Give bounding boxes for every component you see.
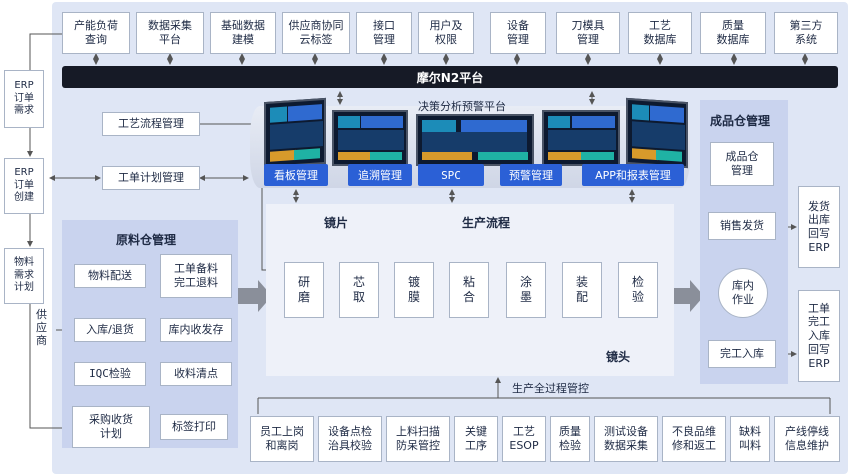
shipping-writeback-erp: 发货 出库 回写 ERP: [798, 186, 840, 268]
finished-warehouse-title: 成品仓管理: [710, 114, 771, 128]
module-process-db: 工艺 数据库: [628, 12, 692, 54]
dashboard-screen-1: [264, 97, 326, 169]
bottom-esop: 工艺 ESOP: [502, 416, 546, 462]
app-report-management-button[interactable]: APP和报表管理: [582, 164, 684, 186]
bottom-test-data: 测试设备 数据采集: [594, 416, 658, 462]
process-flow-management: 工艺流程管理: [102, 112, 200, 136]
finished-warehouse-management: 成品仓 管理: [710, 142, 774, 186]
iqc-inspection: IQC检验: [74, 362, 146, 386]
supplier-label: 供 应 商: [36, 308, 47, 348]
alert-management-button[interactable]: 预警管理: [500, 164, 562, 186]
module-interface: 接口 管理: [356, 12, 412, 54]
ticket-prep-return: 工单备料 完工退料: [160, 254, 232, 298]
step-inspection: 检 验: [618, 262, 658, 318]
bottom-feed-scan: 上料扫描 防呆管控: [386, 416, 450, 462]
erp-order-create: ERP 订单 创建: [4, 158, 44, 214]
inventory-flow: 库内收发存: [160, 318, 232, 342]
bottom-material-call: 缺料 叫料: [730, 416, 770, 462]
production-flow-label: 生产流程: [462, 216, 511, 230]
kanban-management-button[interactable]: 看板管理: [264, 164, 328, 186]
bottom-quality-inspection: 质量 检验: [550, 416, 590, 462]
dashboard-screen-2: [332, 110, 408, 166]
dashboard-screen-4: [542, 110, 620, 166]
work-order-plan-management: 工单计划管理: [102, 166, 200, 190]
lens-head-label: 镜头: [606, 350, 631, 364]
module-supplier: 供应商协同 云标签: [282, 12, 350, 54]
decision-platform-title: 决策分析预警平台: [418, 100, 506, 113]
inbound-return: 入库/退货: [74, 318, 146, 342]
bottom-defect-repair: 不良品维 修和返工: [662, 416, 726, 462]
erp-order-demand: ERP 订单 需求: [4, 70, 44, 128]
material-demand-plan: 物料 需求 计划: [4, 248, 44, 304]
sales-delivery: 销售发货: [708, 212, 776, 240]
bottom-line-stop: 产线停线 信息维护: [774, 416, 840, 462]
step-inking: 涂 墨: [506, 262, 546, 318]
module-tooling: 刀模具 管理: [556, 12, 620, 54]
receipt-count: 收料清点: [160, 362, 232, 386]
module-base-data: 基础数据 建模: [210, 12, 276, 54]
module-third-party: 第三方 系统: [774, 12, 838, 54]
platform-bar: 摩尔N2平台: [62, 66, 838, 88]
traceability-management-button[interactable]: 追溯管理: [348, 164, 412, 186]
completion-writeback-erp: 工单 完工 入库 回写 ERP: [798, 290, 840, 382]
module-equipment: 设备 管理: [490, 12, 546, 54]
module-data-collection: 数据采集 平台: [136, 12, 204, 54]
step-bonding: 粘 合: [449, 262, 489, 318]
step-grinding: 研 磨: [284, 262, 324, 318]
module-quality-db: 质量 数据库: [700, 12, 766, 54]
purchase-receipt-plan: 采购收货 计划: [72, 406, 150, 448]
bottom-equipment-check: 设备点检 治具校验: [318, 416, 382, 462]
bottom-staff-shift: 员工上岗 和离岗: [250, 416, 314, 462]
full-process-control-label: 生产全过程管控: [512, 382, 589, 395]
module-capacity-query: 产能负荷 查询: [62, 12, 130, 54]
completion-inbound: 完工入库: [708, 340, 776, 368]
step-coring: 芯 取: [339, 262, 379, 318]
spc-button[interactable]: SPC: [418, 164, 484, 186]
dashboard-screen-5: [626, 97, 688, 169]
step-assembly: 装 配: [562, 262, 602, 318]
bottom-key-process: 关键 工序: [454, 416, 498, 462]
module-user-permission: 用户及 权限: [418, 12, 474, 54]
warehouse-internal-operation: 库内 作业: [718, 268, 768, 318]
label-printing: 标签打印: [160, 414, 228, 440]
step-coating: 镀 膜: [394, 262, 434, 318]
dashboard-screen-3: [416, 114, 534, 166]
material-delivery: 物料配送: [74, 264, 146, 288]
raw-warehouse-title: 原料仓管理: [116, 233, 177, 247]
lens-label: 镜片: [324, 216, 349, 230]
